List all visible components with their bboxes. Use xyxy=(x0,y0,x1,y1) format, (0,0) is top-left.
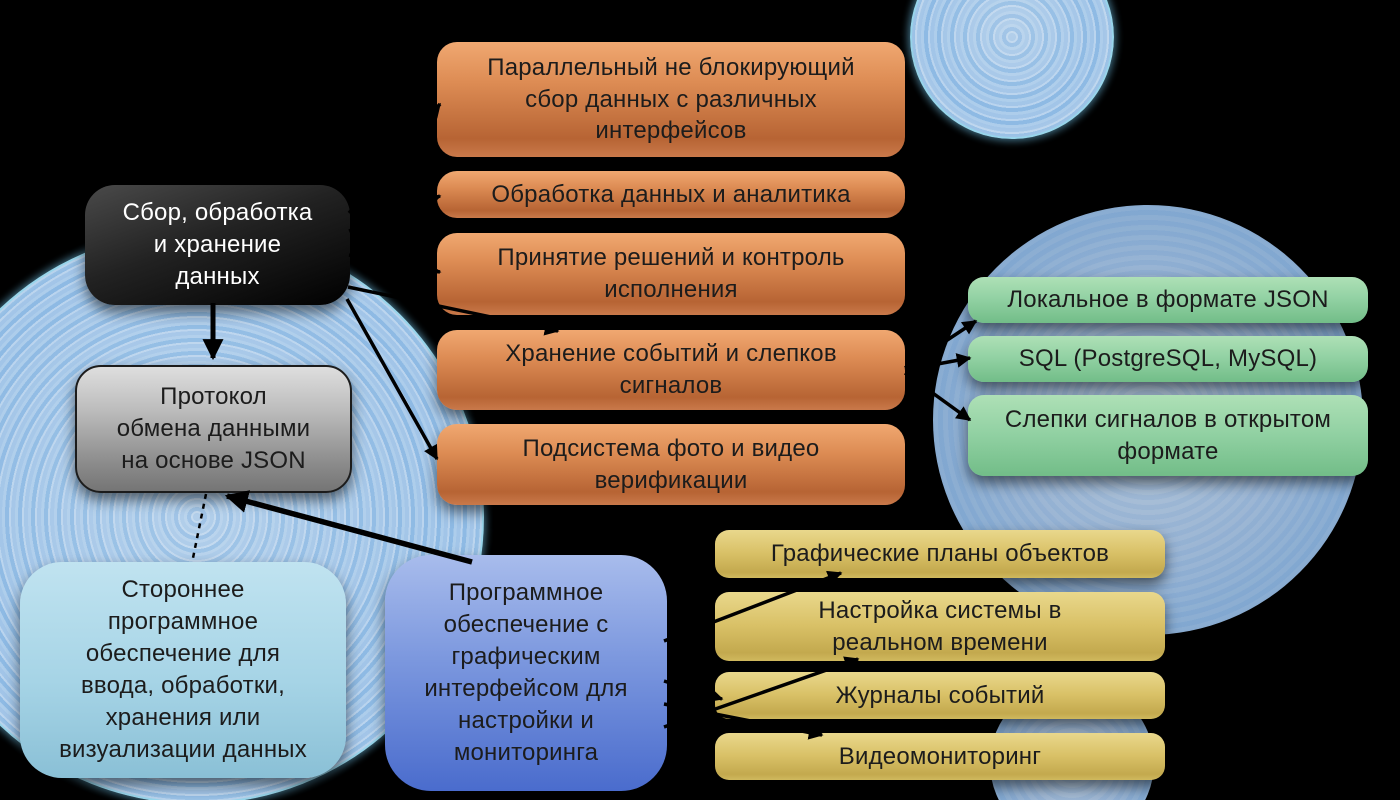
node-label: Принятие решений и контроль исполнения xyxy=(497,244,845,303)
node-local-json-storage: Локальное в формате JSON xyxy=(968,277,1368,323)
node-event-storage: Хранение событий и слепков сигналов xyxy=(437,330,905,410)
node-signal-snapshot-storage: Слепки сигналов в открытом формате xyxy=(968,395,1368,476)
node-label: Журналы событий xyxy=(835,681,1045,709)
node-label: Программное обеспечение с графическим ин… xyxy=(424,579,628,766)
node-label: Видеомониторинг xyxy=(838,742,1042,770)
node-label: Протокол обмена данными на основе JSON xyxy=(116,383,311,474)
node-decision-control: Принятие решений и контроль исполнения xyxy=(437,233,905,315)
node-third-party-software: Стороннее программное обеспечение для вв… xyxy=(20,562,346,778)
node-label: SQL (PostgreSQL, MySQL) xyxy=(1018,345,1318,373)
node-graphic-plans: Графические планы объектов xyxy=(715,530,1165,578)
node-label: Графические планы объектов xyxy=(770,540,1110,568)
connector-gui-to-event-logs xyxy=(663,679,724,703)
node-label: Параллельный не блокирующий сбор данных … xyxy=(487,53,855,145)
node-label: Подсистема фото и видео верификации xyxy=(522,434,820,494)
node-realtime-configuration: Настройка системы в реальном времени xyxy=(715,592,1165,661)
node-gui-software: Программное обеспечение с графическим ин… xyxy=(385,555,667,791)
node-json-protocol: Протокол обмена данными на основе JSON xyxy=(75,365,352,493)
node-photo-video-verification: Подсистема фото и видео верификации xyxy=(437,424,905,505)
connector-core-to-parallel-collection xyxy=(347,102,442,215)
node-parallel-collection: Параллельный не блокирующий сбор данных … xyxy=(437,42,905,157)
connector-core-to-processing xyxy=(348,193,442,233)
node-event-logs: Журналы событий xyxy=(715,672,1165,719)
node-processing-analytics: Обработка данных и аналитика xyxy=(437,171,905,218)
node-label: Обработка данных и аналитика xyxy=(491,180,851,208)
node-label: Настройка системы в реальном времени xyxy=(818,596,1062,656)
node-label: Локальное в формате JSON xyxy=(1007,286,1329,314)
decorative-circle-top-right xyxy=(910,0,1114,139)
node-label: Хранение событий и слепков сигналов xyxy=(505,340,837,399)
node-label: Стороннее программное обеспечение для вв… xyxy=(59,576,307,763)
node-label: Сбор, обработка и хранение данных xyxy=(122,199,313,290)
node-sql-storage: SQL (PostgreSQL, MySQL) xyxy=(968,336,1368,382)
connector-core-to-decision xyxy=(348,253,442,277)
node-video-monitoring: Видеомониторинг xyxy=(715,733,1165,780)
node-data-collection-core: Сбор, обработка и хранение данных xyxy=(85,185,350,305)
node-label: Слепки сигналов в открытом формате xyxy=(1004,405,1332,465)
